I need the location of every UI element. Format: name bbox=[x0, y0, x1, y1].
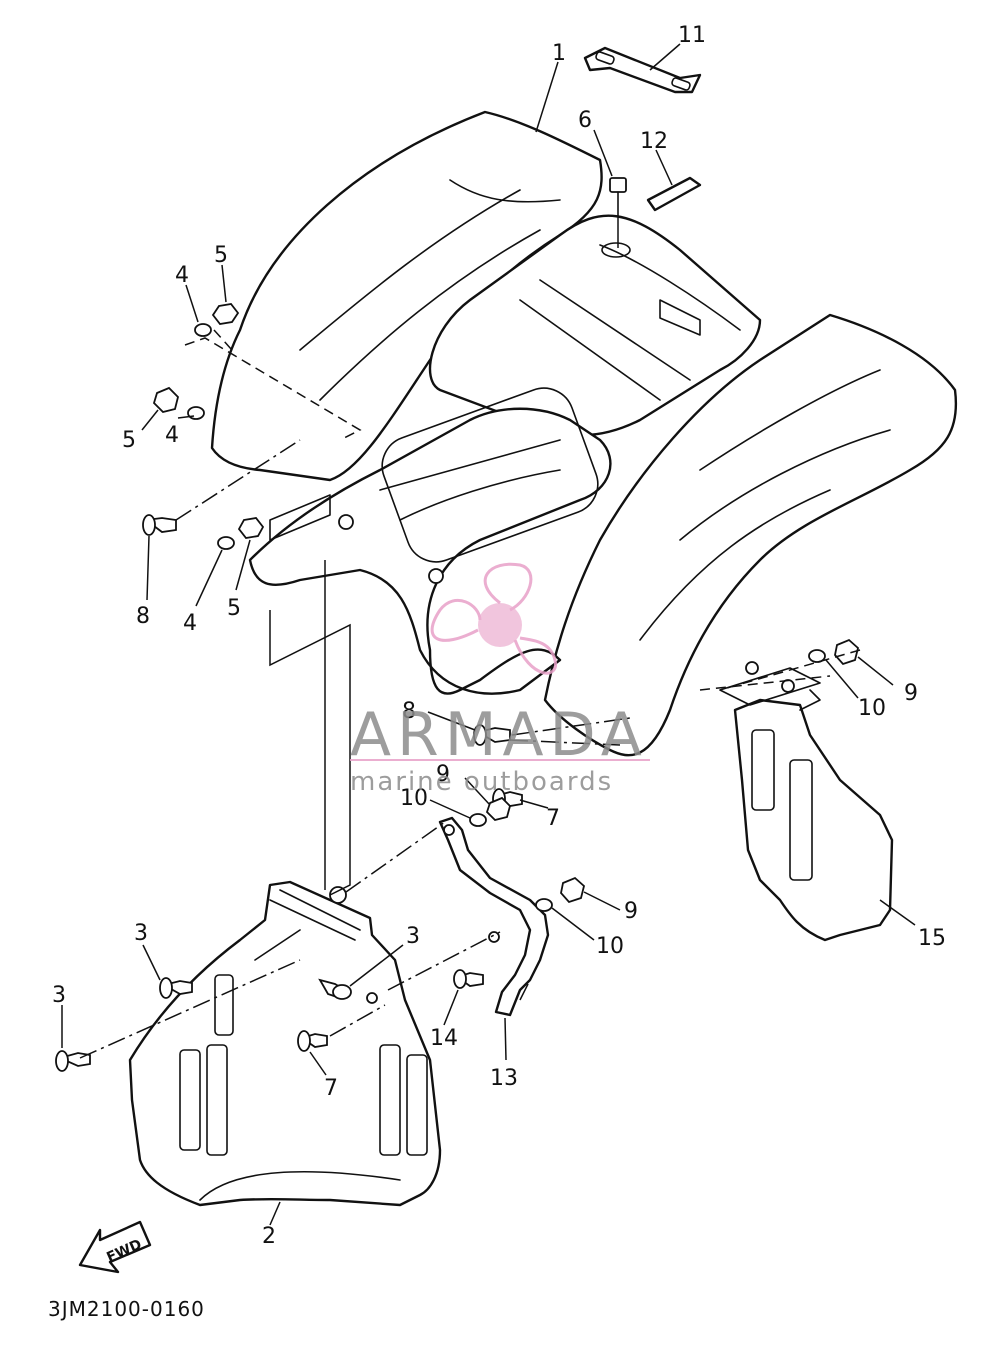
callout-7: 7 bbox=[324, 1076, 338, 1101]
callout-3: 3 bbox=[52, 983, 66, 1008]
callout-4: 4 bbox=[183, 611, 197, 636]
callout-11: 11 bbox=[678, 23, 706, 48]
fwd-arrow: FWD bbox=[78, 1220, 152, 1274]
callout-4: 4 bbox=[165, 423, 179, 448]
drawing-code: 3JM2100-0160 bbox=[48, 1297, 205, 1321]
rear-fender bbox=[210, 110, 958, 757]
callout-12: 12 bbox=[640, 129, 668, 154]
callout-2: 2 bbox=[262, 1224, 276, 1249]
side-guard bbox=[719, 661, 894, 942]
watermark-title: ARMADA bbox=[350, 700, 648, 770]
callout-4: 4 bbox=[175, 263, 189, 288]
callout-5: 5 bbox=[227, 596, 241, 621]
callout-10: 10 bbox=[400, 786, 428, 811]
label-sticker bbox=[646, 176, 702, 212]
propeller-logo-icon bbox=[430, 562, 557, 675]
rear-mud-guard bbox=[128, 880, 442, 1207]
callout-7: 7 bbox=[546, 806, 560, 831]
callout-3: 3 bbox=[134, 921, 148, 946]
assembly-lines bbox=[79, 329, 861, 1059]
callout-9: 9 bbox=[436, 762, 450, 787]
callout-8: 8 bbox=[136, 604, 150, 629]
bolt-6 bbox=[609, 177, 627, 248]
callout-8: 8 bbox=[402, 699, 416, 724]
watermark-subtitle: marine outboards bbox=[350, 767, 613, 797]
vent-slots-left bbox=[179, 974, 234, 1156]
callout-13: 13 bbox=[490, 1066, 518, 1091]
callout-9: 9 bbox=[624, 899, 638, 924]
callout-6: 6 bbox=[578, 108, 592, 133]
armada-watermark: ARMADA marine outboards bbox=[350, 562, 650, 797]
bracket bbox=[438, 816, 550, 1017]
callout-9: 9 bbox=[904, 681, 918, 706]
callout-1: 1 bbox=[552, 41, 566, 66]
callout-5: 5 bbox=[122, 428, 136, 453]
callout-14: 14 bbox=[430, 1026, 458, 1051]
callout-10: 10 bbox=[858, 696, 886, 721]
callout-15: 15 bbox=[918, 926, 946, 951]
callout-3: 3 bbox=[406, 924, 420, 949]
callout-10: 10 bbox=[596, 934, 624, 959]
vent-slots-right bbox=[379, 1044, 428, 1156]
strap bbox=[583, 46, 702, 94]
callout-numbers: 1 11 6 12 4 5 5 4 8 4 5 9 10 8 9 7 10 9 … bbox=[52, 23, 946, 1249]
leader-lines bbox=[61, 43, 916, 1226]
callout-5: 5 bbox=[214, 243, 228, 268]
